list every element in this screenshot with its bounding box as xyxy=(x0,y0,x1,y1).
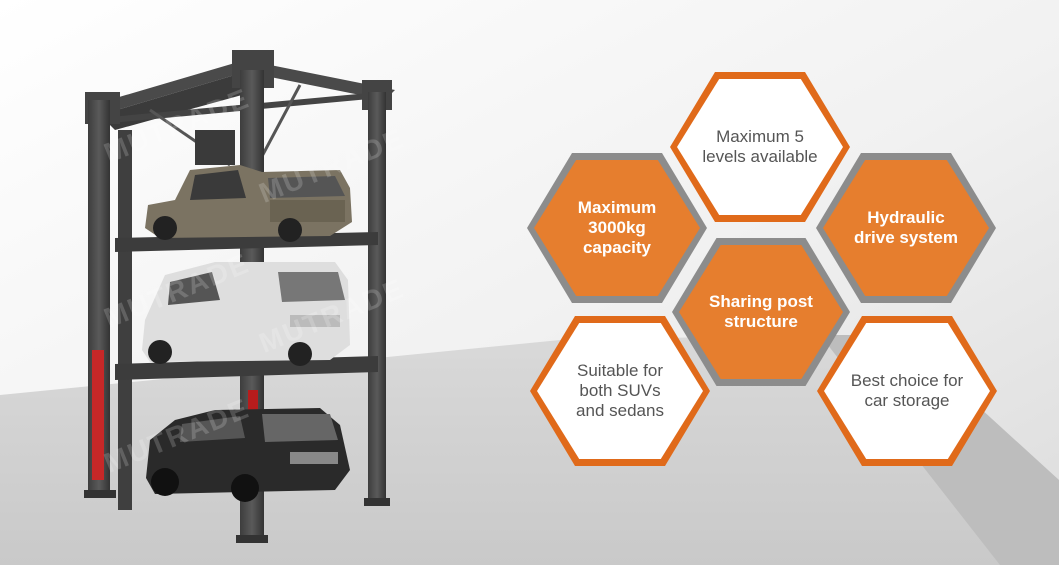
suv-car xyxy=(146,408,350,502)
feature-text: Sharing post structure xyxy=(709,292,813,331)
feature-hex-storage: Best choice for car storage xyxy=(817,316,997,466)
hexagon-fill xyxy=(679,245,843,379)
hexagon-shape xyxy=(672,238,850,386)
hexagon-fill xyxy=(823,160,989,296)
hexagon-fill xyxy=(677,79,843,215)
feature-text: Maximum 3000kg capacity xyxy=(577,198,657,257)
van xyxy=(142,262,350,366)
hexagon-shape xyxy=(670,72,850,222)
hexagon-fill xyxy=(534,160,700,296)
pickup-car xyxy=(145,165,352,242)
feature-text: Best choice for car storage xyxy=(850,371,964,410)
hexagon-shape xyxy=(816,153,996,303)
feature-hex-levels: Maximum 5 levels available xyxy=(670,72,850,222)
hexagon-shape xyxy=(817,316,997,466)
safety-marker xyxy=(92,350,104,480)
feature-text: Suitable for both SUVs and sedans xyxy=(576,361,664,420)
feature-text: Maximum 5 levels available xyxy=(702,127,818,166)
feature-hex-sharing: Sharing post structure xyxy=(672,238,850,386)
floor xyxy=(0,335,1059,565)
feature-hex-suvs: Suitable for both SUVs and sedans xyxy=(530,316,710,466)
hexagon-fill xyxy=(824,323,990,459)
hexagon-shape xyxy=(530,316,710,466)
feature-hex-hydraulic: Hydraulic drive system xyxy=(816,153,996,303)
feature-text: Hydraulic drive system xyxy=(854,208,958,247)
feature-hex-capacity: Maximum 3000kg capacity xyxy=(527,153,707,303)
hexagon-fill xyxy=(537,323,703,459)
hexagon-shape xyxy=(527,153,707,303)
